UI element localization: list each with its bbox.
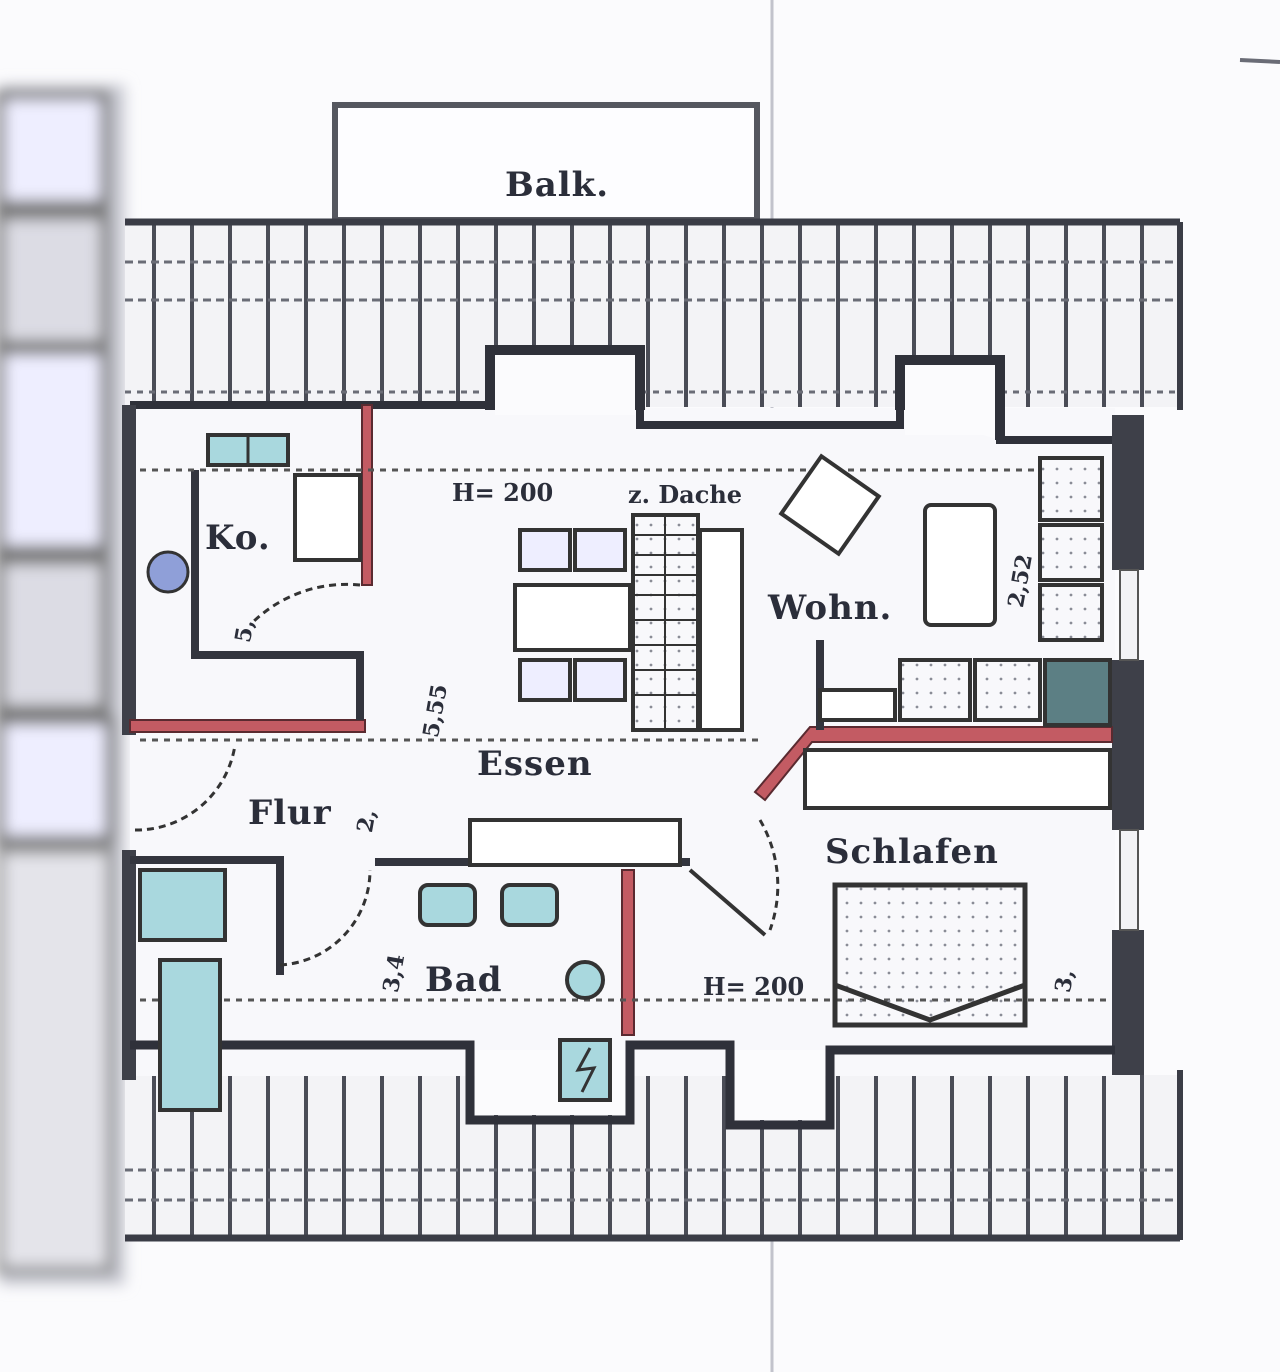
wardrobe: [803, 748, 1112, 810]
exterior-wall-bottom: [130, 1040, 1115, 1130]
ceiling-height-bottom: H= 200: [703, 972, 805, 1001]
dim-schlafen: 3,: [1050, 967, 1080, 995]
dining-table: [513, 528, 632, 702]
dim-kueche: 5,: [230, 617, 260, 645]
toilet-icon: [565, 960, 605, 1000]
margin-mark: [1239, 58, 1280, 64]
dim-flur: 2,: [352, 807, 382, 835]
exterior-wall-top: [130, 346, 1120, 444]
living-furniture: [778, 453, 1112, 727]
blurred-left-strip: [0, 85, 125, 1285]
stove-icon: [146, 550, 190, 594]
room-label-balkon: Balk.: [505, 165, 610, 205]
room-label-bad: Bad: [425, 960, 503, 1000]
stair-note: z. Dache: [628, 480, 743, 509]
door-swings: [134, 744, 780, 967]
room-label-flur: Flur: [248, 793, 332, 833]
exterior-wall-right: [1112, 415, 1144, 1075]
roof-slope-bottom: [125, 1070, 1183, 1242]
staircase: [631, 513, 744, 732]
flur-counter: [468, 818, 682, 867]
room-label-schlafen: Schlafen: [825, 832, 999, 872]
exterior-wall-left: [122, 405, 136, 1080]
room-label-kueche: Ko.: [205, 518, 271, 558]
roof-slope-top: [125, 218, 1183, 410]
ceiling-height-top: H= 200: [452, 478, 554, 507]
bathroom-fixtures: [138, 868, 612, 1112]
kitchen-fixtures: [146, 433, 362, 627]
bed: [832, 882, 1028, 1028]
room-label-wohnen: Wohn.: [768, 588, 893, 628]
partition-walls-red: [129, 404, 1113, 1036]
room-label-essen: Essen: [477, 744, 593, 784]
balcony: [332, 102, 760, 223]
